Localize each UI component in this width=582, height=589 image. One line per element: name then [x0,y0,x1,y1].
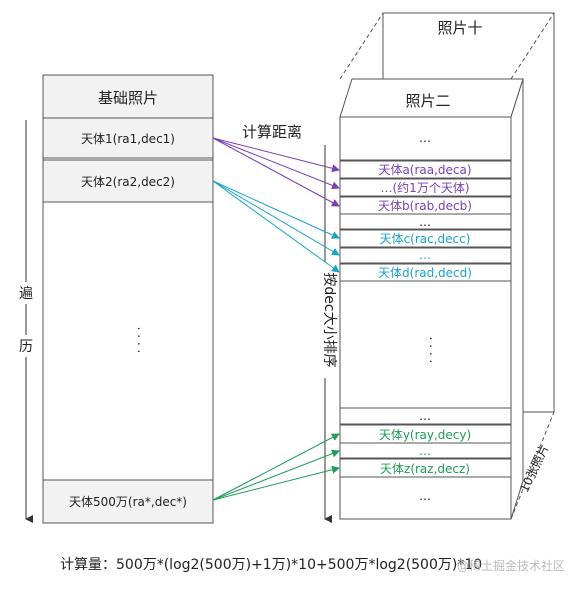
photo-two-ellipsis-5: … [419,444,431,458]
photo-two-middle-dots: . . . . [427,337,441,364]
photo-two: 照片二 … 天体a(raa,deca) …(约1万个天体) 天体b(rab,de… [339,78,524,520]
traverse-label-bg-bottom [16,335,36,357]
depth-line-top-left [339,12,384,80]
item-y: 天体y(ray,decy) [379,428,471,442]
base-item-2-cell [42,159,214,203]
base-item-2: 天体2(ra2,dec2) [81,175,175,189]
item-z: 天体z(raz,decz) [380,462,470,476]
photo-two-side-face [510,78,524,520]
photo-two-ellipsis-1: … [419,131,431,145]
arrow-last-to-z [212,465,340,501]
base-item-last-cell [42,479,214,524]
complexity-formula: 计算量：500万*(log2(500万)+1万)*10+500万*log2(50… [60,557,482,573]
depth-line-bottom-right [510,411,555,520]
purple-arrows [212,137,340,207]
cyan-arrows [212,180,340,273]
item-c: 天体c(rac,decc) [380,232,471,246]
photo-ten-title: 照片十 [437,19,482,37]
sort-label-bg [315,262,335,378]
photo-two-ellipsis-6: … [419,489,431,503]
row-approx [339,178,512,197]
arrow-2-to-d [212,180,340,273]
row-c [339,229,512,248]
row-ellipsis-2 [339,213,512,230]
item-approx: …(约1万个天体) [381,180,470,195]
base-item-1-cell [42,117,214,159]
item-d: 天体d(rad,decd) [378,266,472,280]
arrow-1-to-a [212,137,340,173]
arrow-1-to-b [212,137,340,207]
row-ellipsis-3 [339,247,512,264]
row-ellipsis-4 [339,407,512,425]
compute-distance-label: 计算距离 [242,123,302,141]
item-b: 天体b(rab,decb) [378,199,472,213]
base-photo-title: 基础照片 [98,89,158,107]
photo-two-row-top [339,116,512,161]
base-middle-dots: . . . . [135,327,149,354]
green-arrows [212,433,340,501]
arrow-2-to-c [212,180,340,239]
arrow-2-to-ellipsis [212,180,340,256]
row-z [339,458,512,478]
item-a: 天体a(raa,deca) [378,163,471,177]
photo-two-ellipsis-4: … [419,409,431,423]
row-a [339,160,512,179]
arrow-last-to-y [212,433,340,501]
photo-two-ellipsis-3: … [419,248,431,262]
depth-line-top-right [510,12,555,80]
row-ellipsis-5 [339,442,512,459]
base-photo: 基础照片 天体1(ra1,dec1) 天体2(ra2,dec2) . . . .… [42,74,214,524]
arrow-last-to-ellipsis [212,449,340,501]
row-d [339,263,512,282]
traverse-label-bottom: 历 [19,339,33,355]
base-item-1: 天体1(ra1,dec1) [81,132,175,146]
arrow-1-to-approx [212,137,340,190]
photo-two-ellipsis-2: … [419,215,431,229]
traverse-label-bg-top [16,282,36,304]
photo-two-title: 照片二 [405,92,450,110]
sort-label: 按dec大小排序 [321,272,337,367]
traverse-label-top: 遍 [19,286,33,302]
base-item-last: 天体500万(ra*,dec*) [69,495,187,509]
base-photo-header [42,74,214,119]
watermark: @稀土掘金技术社区 [457,558,565,573]
